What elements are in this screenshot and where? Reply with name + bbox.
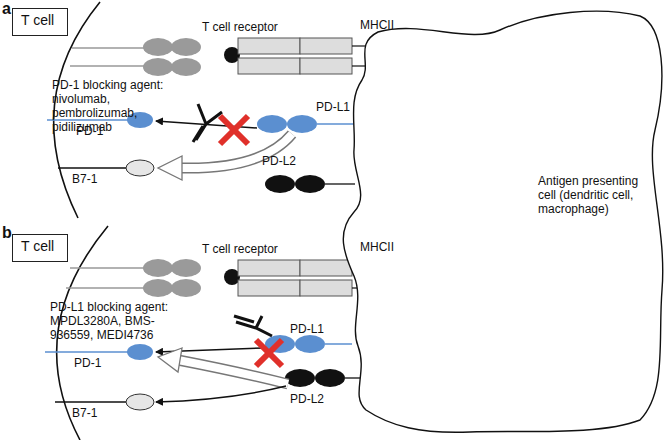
molecule-name: PD-L1: [316, 100, 350, 114]
receptor-name: T cell receptor: [202, 242, 278, 256]
molecule-name: B7-1: [72, 172, 97, 186]
panel-letter: a: [2, 2, 11, 16]
molecule-name: PD-L2: [262, 154, 296, 168]
drug-note: PD-L1 blocking agent: MPDL3280A, BMS-936…: [50, 300, 190, 342]
panel-letter: b: [2, 226, 12, 240]
cell-label-box: T cell: [12, 8, 68, 36]
molecule-name: PD-L2: [290, 392, 324, 406]
molecule-name: PD-L1: [290, 322, 324, 336]
drug-note: PD-1 blocking agent: nivolumab, pembroli…: [52, 78, 192, 134]
molecule-name: PD-1: [76, 124, 103, 138]
cell-name: T cell: [21, 238, 59, 254]
molecule-name: MHCII: [360, 240, 394, 254]
molecule-name: B7-1: [72, 406, 97, 420]
molecule-name: PD-1: [74, 356, 101, 370]
cell-outline: [330, 0, 672, 440]
cell-name: Antigen presenting cell (dendritic cell,…: [538, 174, 658, 216]
cell-name: T cell: [21, 12, 59, 28]
molecule-name: MHCII: [360, 18, 394, 32]
receptor-name: T cell receptor: [202, 20, 278, 34]
cell-label-box: T cell: [12, 234, 68, 262]
antigen-presenting-cell: Antigen presenting cell (dendritic cell,…: [330, 0, 672, 440]
